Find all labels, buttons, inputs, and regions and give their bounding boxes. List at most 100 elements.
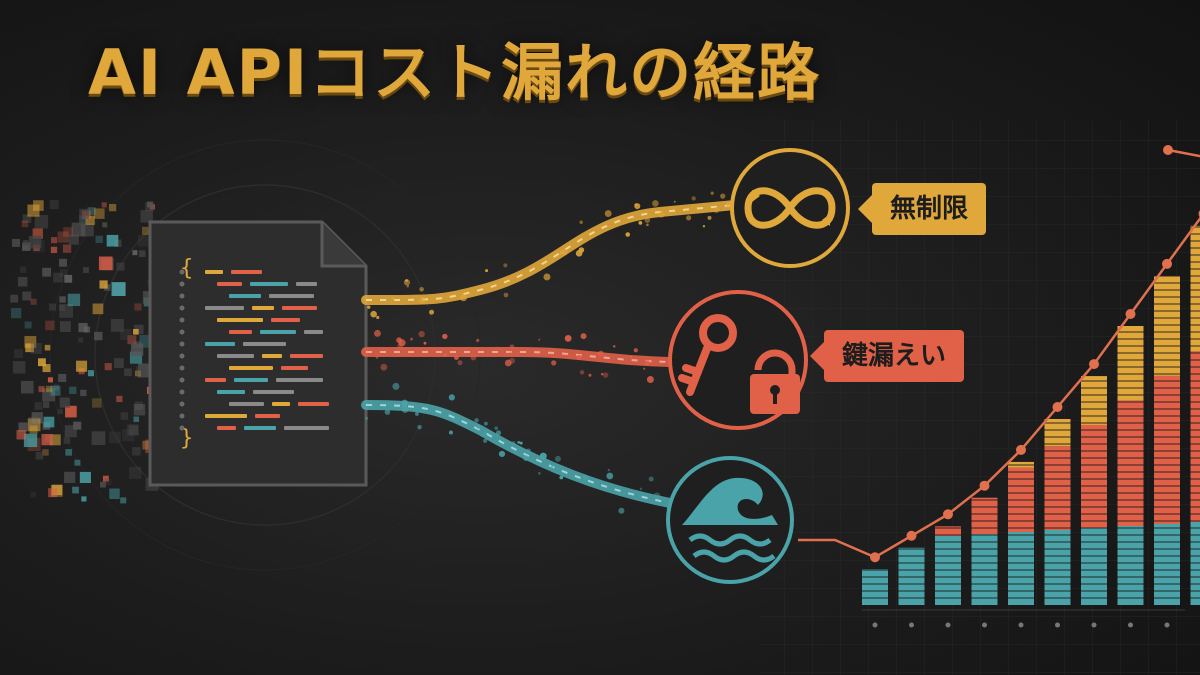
code-line-bullet xyxy=(179,365,185,371)
code-token xyxy=(244,426,276,430)
pixel xyxy=(136,366,146,376)
pixel xyxy=(49,434,61,446)
axis-tick xyxy=(909,622,914,628)
chart-bar xyxy=(1154,275,1180,605)
code-token xyxy=(229,294,261,298)
particle xyxy=(646,376,654,384)
pixel xyxy=(133,416,140,423)
particle xyxy=(470,354,477,361)
pixel xyxy=(116,262,125,271)
code-token xyxy=(205,306,244,310)
particle xyxy=(643,367,646,370)
code-token xyxy=(217,318,263,322)
particle xyxy=(417,424,422,430)
particle xyxy=(375,356,379,359)
particle xyxy=(418,330,425,338)
particle xyxy=(578,247,585,253)
trend-point xyxy=(1163,145,1173,155)
pixel xyxy=(102,475,109,482)
svg-text:}: } xyxy=(180,426,193,451)
pixel xyxy=(42,267,52,277)
trend-point xyxy=(943,509,953,520)
pixel xyxy=(14,349,24,359)
trend-point xyxy=(979,480,990,491)
pixel xyxy=(42,401,50,409)
particle xyxy=(509,344,515,350)
code-line-bullet xyxy=(179,401,185,407)
pixel xyxy=(28,235,42,249)
code-token xyxy=(252,306,274,310)
pixel xyxy=(59,321,71,333)
pixel xyxy=(78,337,84,343)
pixel xyxy=(94,208,105,219)
pixel xyxy=(71,222,86,237)
pixel xyxy=(79,215,87,224)
trend-point xyxy=(870,552,880,563)
stream-red xyxy=(361,347,675,367)
particle xyxy=(702,225,706,228)
axis-tick xyxy=(1164,622,1170,628)
axis-tick xyxy=(872,622,878,628)
particle xyxy=(516,351,520,354)
pixel xyxy=(85,215,95,225)
pixel xyxy=(32,240,45,253)
code-document-icon: { } xyxy=(148,220,368,487)
pixel xyxy=(34,215,49,229)
pixel xyxy=(104,478,112,486)
chart-bar xyxy=(1044,419,1071,605)
pixel xyxy=(64,274,73,283)
pixel xyxy=(134,324,144,335)
pixel xyxy=(42,364,51,373)
pixel xyxy=(63,437,71,444)
axis-tick xyxy=(945,622,951,628)
particle xyxy=(691,196,696,201)
code-token xyxy=(271,318,300,322)
particle xyxy=(713,206,720,214)
pixel xyxy=(24,321,32,329)
particle xyxy=(582,474,589,481)
pixel xyxy=(51,237,58,244)
pixel xyxy=(94,331,103,341)
pixel xyxy=(38,386,45,393)
particle xyxy=(588,373,592,377)
particle xyxy=(367,305,371,309)
particle xyxy=(652,200,659,207)
pixel xyxy=(27,418,41,432)
pixel xyxy=(68,234,79,245)
particle xyxy=(538,338,541,341)
particle xyxy=(579,370,585,375)
pixel xyxy=(110,318,124,332)
chart-bar xyxy=(862,569,888,605)
pixel xyxy=(138,250,146,257)
particle xyxy=(483,438,488,443)
axis-tick xyxy=(1128,622,1133,628)
code-token xyxy=(269,294,314,298)
code-line-bullet xyxy=(179,305,185,311)
particle xyxy=(539,452,547,460)
pixel xyxy=(116,395,123,403)
pixel xyxy=(122,429,135,442)
particle xyxy=(484,421,488,426)
pixel xyxy=(78,322,88,333)
trend-point xyxy=(906,530,917,541)
code-line-bullet xyxy=(179,377,185,383)
pixel xyxy=(43,416,55,428)
pixel xyxy=(10,294,19,303)
stream-yellow-highlight xyxy=(365,204,736,301)
particle xyxy=(576,354,582,361)
code-token xyxy=(217,282,242,286)
particle xyxy=(453,355,459,361)
particle xyxy=(503,263,508,268)
particle xyxy=(625,232,631,237)
particle xyxy=(453,417,459,423)
code-token xyxy=(284,426,329,430)
particle xyxy=(707,215,712,220)
code-token xyxy=(229,402,264,406)
pixel xyxy=(21,220,29,228)
pixel xyxy=(95,235,103,244)
particle xyxy=(646,223,649,227)
stream-teal xyxy=(361,400,685,510)
pixel xyxy=(80,389,87,397)
particle xyxy=(564,334,572,342)
pixel xyxy=(30,342,42,354)
